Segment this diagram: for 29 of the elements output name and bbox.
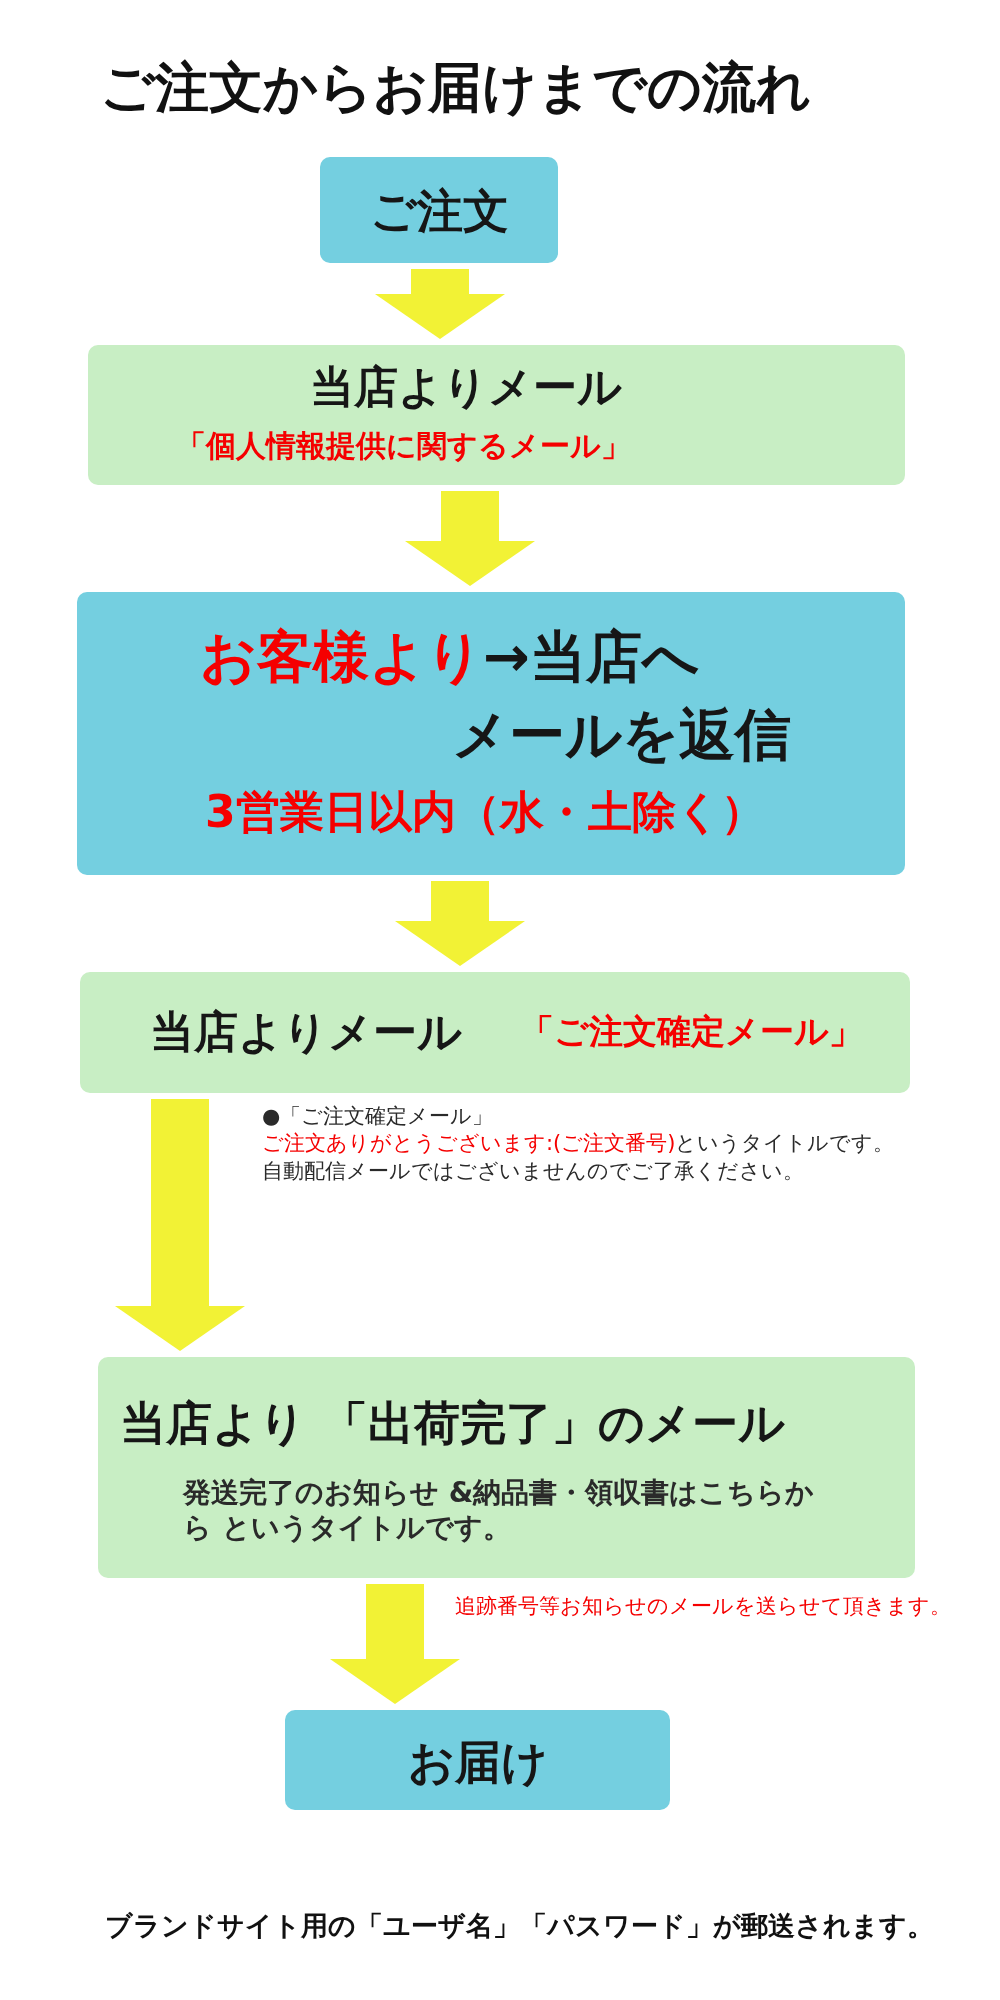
block-arrow — [375, 269, 505, 339]
process-box — [80, 972, 910, 1093]
block-arrow — [395, 881, 525, 966]
box-text: お客様より — [200, 623, 483, 691]
process-box — [98, 1357, 915, 1578]
box-text: 当店より 「出荷完了」のメール — [120, 1395, 785, 1452]
process-box — [77, 592, 905, 875]
note-text: 自動配信メールではございませんのでご了承ください。 — [262, 1157, 805, 1185]
process-box — [320, 157, 558, 263]
box-text: 「ご注文確定メール」 — [520, 1010, 863, 1053]
block-arrow — [330, 1584, 460, 1704]
box-text: 3営業日以内（水・土除く） — [205, 785, 765, 839]
process-box — [285, 1710, 670, 1810]
box-text: 発送完了のお知らせ &納品書・領収書はこちらから というタイトルです。 — [183, 1475, 816, 1545]
box-text: 「個人情報提供に関するメール」 — [176, 427, 631, 465]
note-text: ご注文ありがとうございます:(ご注文番号) — [262, 1131, 676, 1156]
box-text: メールを返信 — [452, 701, 791, 769]
box-text: ご注文 — [369, 183, 509, 240]
title: ご注文からお届けまでの流れ — [100, 55, 811, 121]
box-text: 当店よりメール — [150, 1005, 462, 1059]
box-text: 当店よりメール — [310, 360, 622, 414]
block-arrow — [115, 1099, 245, 1351]
box-text: →当店へ — [483, 623, 699, 691]
block-arrow — [405, 491, 535, 586]
note-text: ●「ご注文確定メール」 — [262, 1103, 495, 1130]
footer-note: ブランドサイト用の「ユーザ名」「パスワード」が郵送されます。 — [105, 1909, 934, 1943]
note-text: というタイトルです。 — [675, 1131, 895, 1156]
box-text: お届け — [407, 1734, 548, 1791]
process-box — [88, 345, 905, 485]
